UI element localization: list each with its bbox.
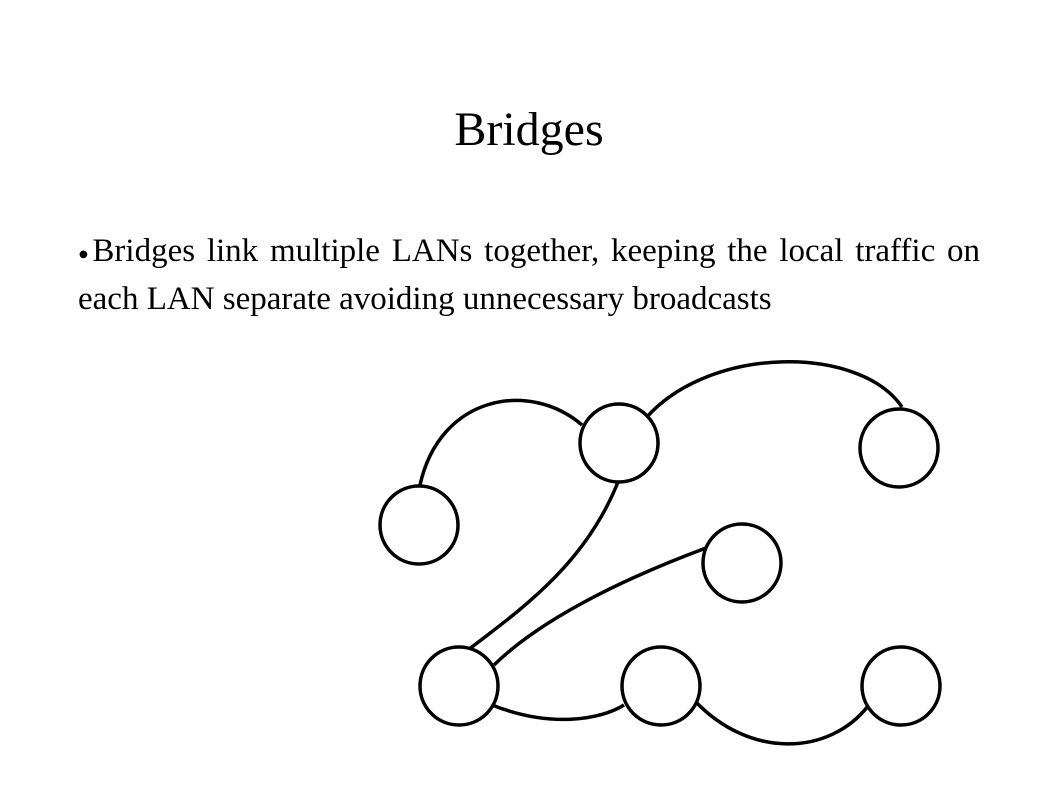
lan-node-top-right — [858, 407, 940, 489]
bullet-marker: ● — [78, 243, 93, 264]
lan-node-bottom-right — [860, 645, 942, 727]
bullet-text: Bridges link multiple LANs together, kee… — [78, 233, 981, 318]
link-top-to-topright — [644, 360, 904, 420]
link-left-to-top — [418, 398, 584, 486]
link-bottommid-to-bottomright — [692, 698, 870, 746]
slide-title: Bridges — [454, 103, 604, 156]
bullet-item: ●Bridges link multiple LANs together, ke… — [78, 228, 980, 322]
lan-node-top — [578, 402, 660, 484]
link-middle-to-bottomleft — [492, 546, 707, 667]
lan-node-bottom-middle — [620, 645, 702, 727]
link-bottomleft-to-bottommid — [491, 703, 625, 722]
link-top-to-bottomleft — [466, 481, 620, 652]
lan-node-bottom-left — [418, 645, 500, 727]
lan-node-middle — [701, 522, 783, 604]
lan-node-left — [378, 484, 460, 566]
